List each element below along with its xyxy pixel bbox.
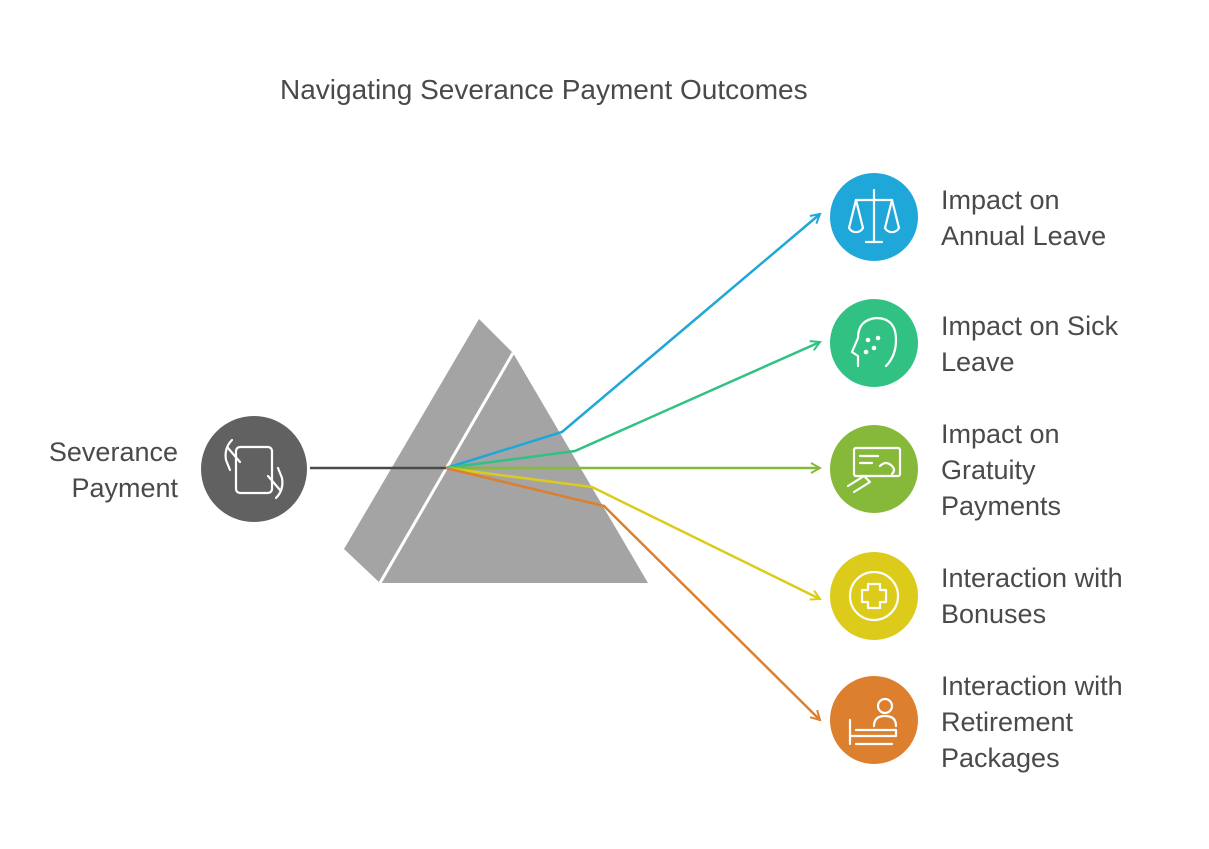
source-label-line: Payment: [71, 473, 178, 503]
outcome-label-annual-leave: Impact on Annual Leave: [941, 182, 1106, 254]
outcome-label-bonuses: Interaction with Bonuses: [941, 560, 1123, 632]
source-label: Severance Payment: [0, 434, 178, 506]
outcome-node-retirement: [830, 676, 918, 764]
outcome-label-gratuity: Impact on Gratuity Payments: [941, 416, 1061, 524]
outcome-label-line: Payments: [941, 491, 1062, 521]
sick-face-icon: [850, 316, 898, 368]
outcome-label-sick-leave: Impact on Sick Leave: [941, 308, 1118, 380]
retiree-recliner-icon: [848, 697, 898, 746]
diagram-title: Navigating Severance Payment Outcomes: [280, 74, 808, 105]
outcome-node-bonuses: [830, 552, 918, 640]
outcome-label-line: Impact on: [941, 185, 1060, 215]
outcome-label-line: Impact on Sick: [941, 311, 1119, 341]
payment-check-icon: [846, 446, 902, 494]
source-node: [201, 416, 307, 522]
outcome-label-line: Leave: [941, 347, 1015, 377]
outcome-node-sick-leave: [830, 299, 918, 387]
ray-annual-leave: [445, 214, 820, 470]
outcome-node-gratuity: [830, 425, 918, 513]
outcome-label-line: Bonuses: [941, 599, 1047, 629]
outcome-label-line: Gratuity: [941, 455, 1036, 485]
prism-side-face: [344, 319, 513, 583]
ray-bonuses: [445, 466, 820, 599]
outcome-node-annual-leave: [830, 173, 918, 261]
outcome-label-line: Packages: [941, 743, 1060, 773]
ray-sick-leave: [445, 342, 820, 470]
outgoing-rays: [445, 214, 820, 720]
hands-holding-tablet-icon: [224, 438, 284, 500]
prism: [344, 319, 648, 584]
plus-circle-icon: [848, 570, 900, 622]
outcome-label-line: Impact on: [941, 419, 1060, 449]
ray-retirement: [445, 466, 820, 720]
outcome-label-retirement: Interaction with Retirement Packages: [941, 668, 1123, 776]
outcome-label-line: Annual Leave: [941, 221, 1107, 251]
outcome-label-line: Interaction with: [941, 563, 1123, 593]
balance-scale-icon: [847, 188, 901, 244]
outcome-label-line: Retirement: [941, 707, 1074, 737]
outcome-label-line: Interaction with: [941, 671, 1123, 701]
source-label-line: Severance: [48, 437, 178, 467]
